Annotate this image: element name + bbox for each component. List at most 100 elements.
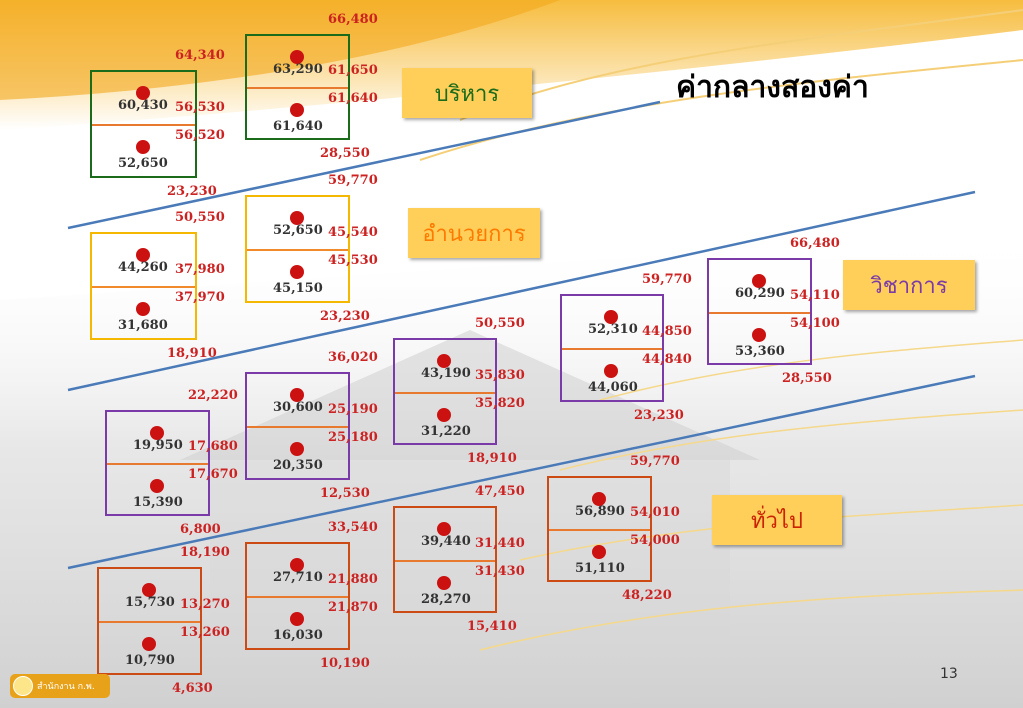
lower-value: 16,030 [273,628,323,643]
lower-value: 44,060 [588,380,638,395]
min-value: 10,190 [320,656,370,671]
page-number: 13 [940,666,958,682]
lower-range-value: 37,970 [175,290,225,305]
lower-value: 10,790 [125,653,175,668]
range-box [90,70,197,178]
min-value: 4,630 [172,681,213,696]
lower-range-value: 44,840 [642,352,692,367]
range-box [97,567,202,675]
lower-value: 61,640 [273,119,323,134]
min-value: 28,550 [782,371,832,386]
max-value: 59,770 [642,272,692,287]
max-value: 66,480 [328,12,378,27]
page-title: ค่ากลางสองค่า [676,70,869,105]
median-divider [92,286,195,288]
median-divider [395,391,495,394]
upper-dot [149,426,164,440]
range-box [707,258,812,365]
lower-dot [289,103,304,117]
range-box [245,542,350,650]
range-box [90,232,197,340]
min-value: 6,800 [180,522,221,537]
lower-range-value: 56,520 [175,128,225,143]
upper-value: 52,310 [588,322,638,337]
max-value: 50,550 [175,210,225,225]
max-value: 22,220 [188,388,238,403]
lower-dot [149,479,164,493]
lower-range-value: 54,100 [790,315,840,331]
lower-range-value: 17,670 [188,467,238,482]
upper-value: 63,290 [273,62,323,77]
lower-value: 15,390 [133,495,183,510]
upper-value: 44,260 [118,260,168,275]
upper-range-value: 61,650 [328,63,378,78]
upper-range-value: 45,540 [328,225,378,240]
max-value: 59,770 [630,454,680,469]
upper-value: 52,650 [273,223,323,238]
min-value: 28,550 [320,146,370,161]
lower-range-value: 54,000 [630,533,680,548]
range-box [245,195,350,303]
separator-line [67,190,976,392]
separator-line [67,374,976,570]
lower-dot [135,140,150,154]
seal-icon [13,676,33,696]
organization-logo: สำนักงาน ก.พ. [10,674,110,698]
lower-range-value: 61,640 [328,91,378,106]
upper-value: 56,890 [575,504,625,519]
upper-value: 27,710 [273,570,323,585]
min-value: 18,910 [167,346,217,361]
lower-value: 31,680 [118,318,168,333]
min-value: 15,410 [467,619,517,634]
label-managerial: อำนวยการ [408,208,540,258]
median-divider [395,559,495,562]
median-divider [549,529,650,531]
lower-dot [604,364,618,378]
upper-dot [437,522,451,536]
upper-value: 15,730 [125,595,175,610]
logo-text: สำนักงาน ก.พ. [37,682,95,692]
upper-range-value: 44,850 [642,324,692,339]
upper-value: 19,950 [133,438,183,453]
upper-dot [289,211,304,225]
upper-value: 43,190 [421,366,471,381]
max-value: 36,020 [328,350,378,365]
upper-dot [135,86,150,100]
median-divider [107,463,208,465]
lower-dot [289,612,304,626]
median-divider [709,311,810,314]
upper-range-value: 13,270 [180,597,230,612]
min-value: 48,220 [622,588,672,603]
median-divider [247,87,348,89]
max-value: 47,450 [475,484,525,499]
range-box [393,506,497,613]
upper-range-value: 17,680 [188,439,238,454]
median-divider [247,426,348,428]
range-box [245,34,350,140]
median-divider [247,596,348,598]
lower-dot [141,637,156,651]
max-value: 64,340 [175,48,225,63]
median-divider [562,348,662,350]
median-divider [247,249,348,251]
lower-range-value: 35,820 [475,395,525,411]
range-box [105,410,210,516]
lower-value: 20,350 [273,458,323,473]
range-box [560,294,664,402]
lower-dot [751,327,766,342]
lower-dot [591,545,606,559]
upper-range-value: 37,980 [175,262,225,277]
upper-range-value: 25,190 [328,402,378,417]
lower-range-value: 25,180 [328,430,378,445]
lower-dot [437,575,451,590]
upper-dot [604,310,618,324]
max-value: 33,540 [328,520,378,535]
lower-value: 52,650 [118,156,168,171]
lower-value: 53,360 [735,343,785,359]
lower-range-value: 21,870 [328,600,378,615]
min-value: 23,230 [320,309,370,324]
upper-value: 39,440 [421,534,471,549]
upper-dot [591,492,606,506]
lower-range-value: 13,260 [180,625,230,640]
